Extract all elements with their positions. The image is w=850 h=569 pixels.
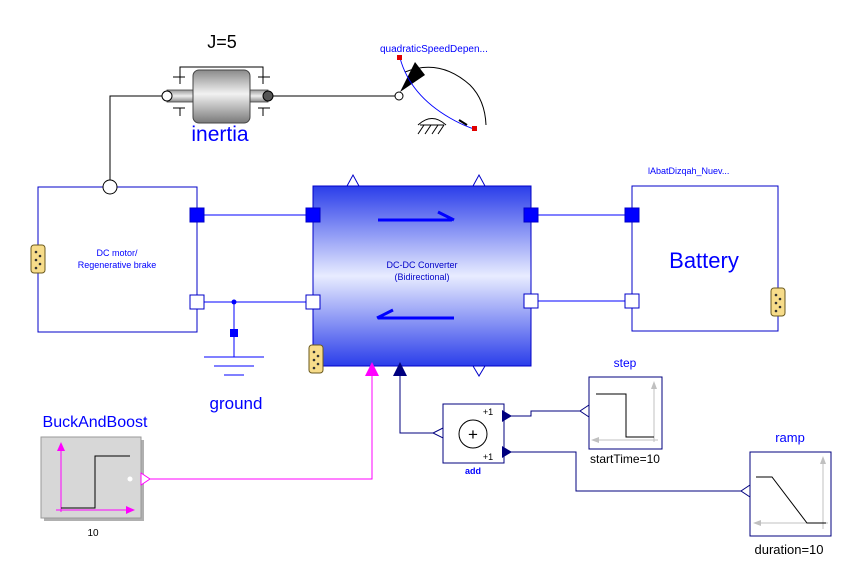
ramp-trace — [756, 476, 826, 524]
converter-label-line1: DC-DC Converter — [386, 260, 457, 270]
signal-ramp-to-add[interactable] — [502, 451, 741, 492]
signal-add-to-converter[interactable] — [399, 376, 442, 434]
inertia-flywheel — [192, 69, 251, 124]
buck-boost-name: BuckAndBoost — [43, 414, 149, 431]
converter-pin-p2[interactable] — [523, 207, 539, 223]
dc-motor-pin-n[interactable] — [189, 294, 205, 310]
speed-load-point-bottom — [472, 126, 477, 131]
step-parameter: startTime=10 — [590, 452, 660, 466]
ground-pin[interactable] — [230, 329, 238, 337]
speed-load-arrowhead — [400, 62, 425, 92]
converter-pin-n1[interactable] — [305, 294, 321, 310]
speed-load-curve — [399, 57, 475, 130]
converter-control-boolean-input[interactable] — [365, 362, 379, 376]
buck-boost-body — [40, 436, 142, 519]
buck-boost-output[interactable] — [140, 472, 151, 486]
converter-bus-connector-icon[interactable] — [308, 344, 324, 374]
ground-junction — [231, 299, 237, 305]
dc-motor-pin-p[interactable] — [189, 207, 205, 223]
ground-component[interactable]: ground — [204, 299, 264, 414]
mechanical-connection-lines — [109, 95, 399, 187]
speed-load-flange[interactable] — [394, 91, 404, 101]
speed-load-support — [417, 118, 447, 126]
buck-boost-component[interactable]: BuckAndBoost 10 — [40, 414, 151, 539]
dcdc-converter-component[interactable]: DC-DC Converter (Bidirectional) — [305, 173, 539, 377]
ground-name: ground — [210, 394, 263, 413]
dc-motor-shaft-flange[interactable] — [102, 179, 118, 195]
converter-pin-p1[interactable] — [305, 207, 321, 223]
inertia-flange-b[interactable] — [262, 90, 274, 102]
inertia-parameter: J=5 — [207, 32, 237, 52]
shaft-motor-to-inertia[interactable] — [109, 95, 167, 187]
ramp-component[interactable]: ramp duration=10 — [740, 430, 832, 557]
add-sum-circle — [458, 419, 488, 449]
converter-label-line2: (Bidirectional) — [394, 272, 449, 282]
converter-body — [312, 185, 532, 367]
converter-top-left-input[interactable] — [346, 173, 360, 187]
add-input-1[interactable] — [502, 410, 512, 422]
battery-body — [631, 185, 779, 332]
add-output[interactable] — [431, 427, 444, 439]
speed-load-name: quadraticSpeedDepen... — [380, 44, 488, 55]
battery-label: Battery — [669, 248, 739, 273]
ramp-output[interactable] — [740, 484, 751, 498]
add-input-2[interactable] — [502, 446, 512, 458]
add-component[interactable]: + +1 +1 add — [431, 403, 512, 476]
add-name: add — [465, 466, 481, 476]
signal-buckboost-to-converter[interactable] — [148, 375, 373, 480]
battery-bus-connector-icon[interactable] — [770, 287, 786, 317]
ramp-name: ramp — [775, 430, 805, 445]
inertia-top-bracket — [179, 66, 264, 84]
battery-pin-p[interactable] — [624, 207, 640, 223]
buck-boost-value: 10 — [87, 528, 99, 539]
signal-connection-lines — [399, 376, 741, 492]
inertia-flange-a[interactable] — [161, 90, 173, 102]
add-gain-1: +1 — [483, 407, 493, 417]
signal-step-to-add[interactable] — [502, 410, 580, 417]
converter-pin-n2[interactable] — [523, 293, 539, 309]
inertia-name: inertia — [191, 123, 249, 146]
speed-load-point-top — [397, 55, 402, 60]
dc-motor-bus-connector-icon[interactable] — [30, 244, 46, 274]
step-name: step — [614, 356, 637, 370]
battery-pin-n[interactable] — [624, 293, 640, 309]
speed-load-component[interactable]: quadraticSpeedDepen... — [380, 44, 488, 135]
step-output[interactable] — [579, 404, 590, 418]
electrical-connection-lines — [204, 214, 625, 333]
dc-motor-label-line1: DC motor/ — [96, 248, 138, 258]
battery-instance-name: lAbatDizqah_Nuev... — [648, 166, 729, 176]
step-component[interactable]: step startTime=10 — [579, 356, 663, 466]
converter-control-real-input[interactable] — [393, 362, 407, 376]
dc-motor-body — [37, 186, 198, 333]
ramp-parameter: duration=10 — [754, 542, 823, 557]
add-sum-symbol: + — [468, 425, 478, 444]
battery-component[interactable]: lAbatDizqah_Nuev... Battery — [624, 166, 786, 332]
speed-load-arc — [404, 66, 487, 126]
converter-bottom-right-input[interactable] — [472, 365, 486, 377]
dc-motor-component[interactable]: DC motor/ Regenerative brake — [30, 179, 205, 333]
step-trace — [596, 393, 654, 438]
converter-top-right-input[interactable] — [472, 173, 486, 187]
add-gain-2: +1 — [483, 452, 493, 462]
dc-motor-label-line2: Regenerative brake — [78, 260, 157, 270]
buck-boost-step-trace — [61, 455, 130, 509]
inertia-component[interactable]: J=5 inertia — [161, 32, 274, 146]
